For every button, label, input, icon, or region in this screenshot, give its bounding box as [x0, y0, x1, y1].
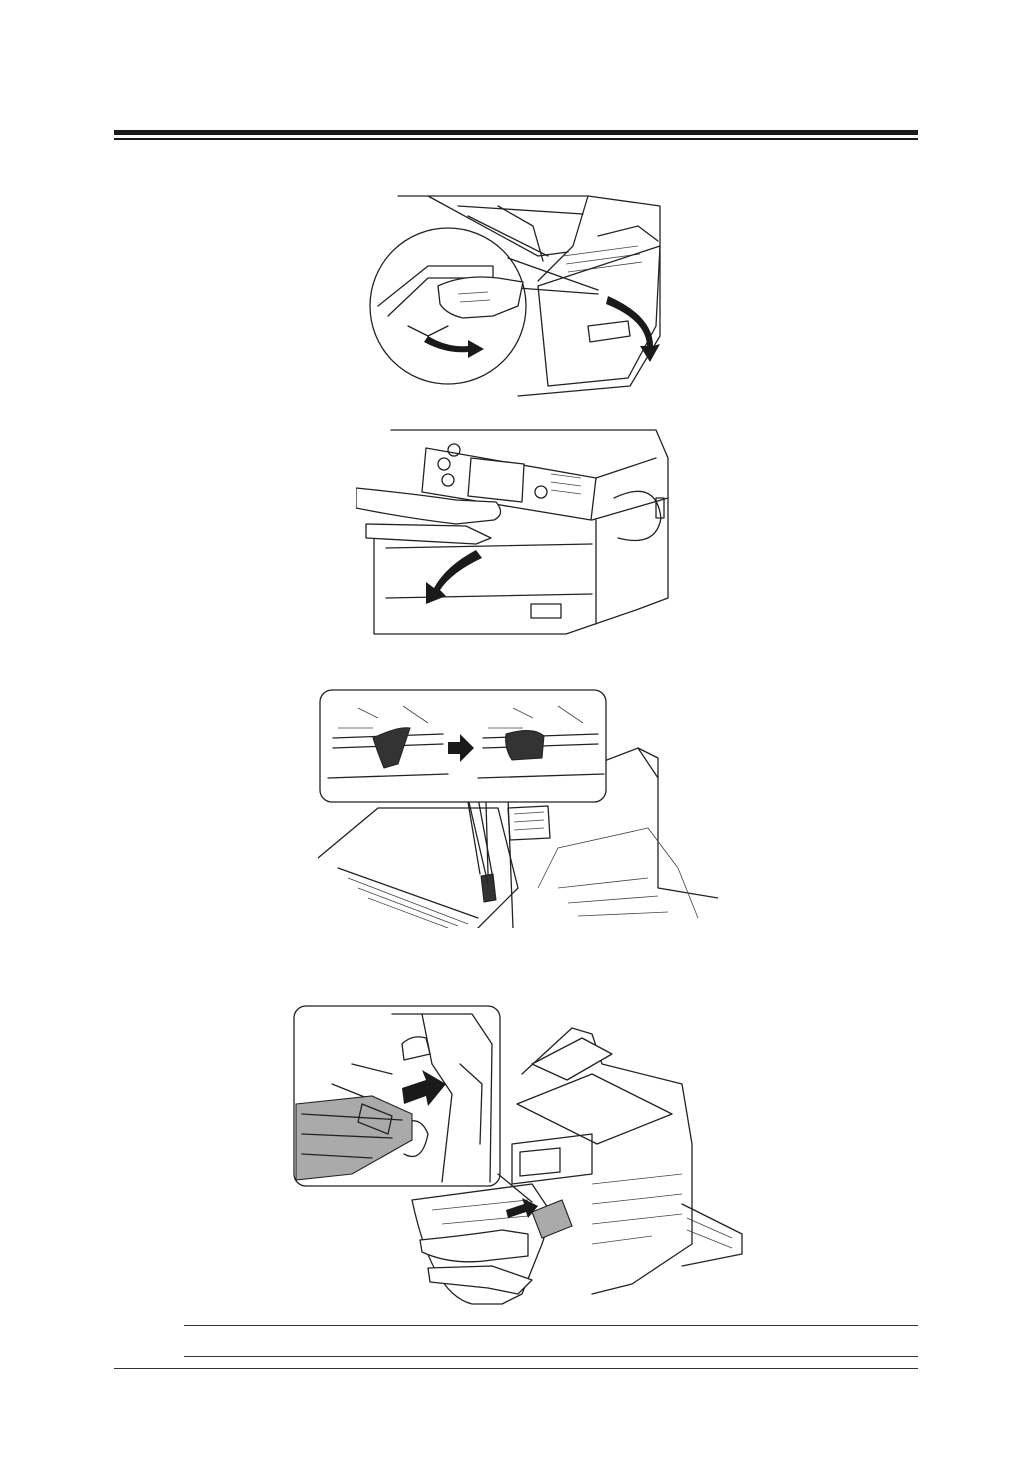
figure-lever-rotate — [318, 688, 718, 928]
figure-open-front-cover — [356, 428, 670, 640]
figure-open-side-cover — [368, 186, 664, 406]
header-rule-thin — [114, 138, 918, 140]
lever-rotate-illustration — [318, 688, 718, 928]
insert-cartridge-illustration — [292, 1004, 748, 1306]
note-rule-top — [184, 1325, 918, 1326]
open-front-cover-illustration — [356, 428, 670, 640]
open-side-cover-illustration — [368, 186, 664, 406]
header-rule-thick — [114, 130, 918, 135]
footer-rule — [114, 1368, 918, 1369]
figure-insert-cartridge — [292, 1004, 748, 1306]
note-rule-bottom — [184, 1356, 918, 1357]
